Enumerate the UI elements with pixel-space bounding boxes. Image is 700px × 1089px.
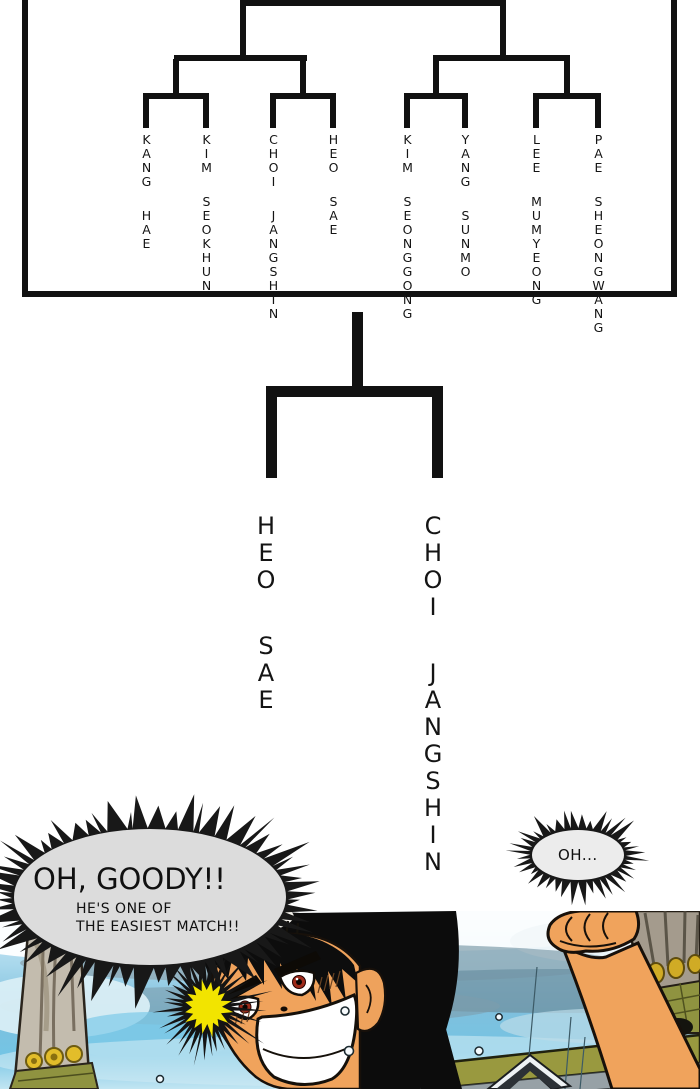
bracket-line	[404, 97, 410, 128]
speech-bubble-small	[505, 810, 650, 906]
fist-finger-lines	[559, 912, 617, 948]
bracket-line	[533, 93, 601, 99]
bubble-main-line3: THE EASIEST MATCH!!	[76, 919, 240, 935]
fist-and-arm	[546, 911, 700, 1089]
bracket-line	[352, 312, 363, 392]
bracket-entry-name: KIM SEONGGONG	[400, 132, 415, 320]
bubble-small-text: OH...	[558, 846, 598, 864]
bracket-entry-name: CHOI JANGSHIN	[266, 132, 281, 320]
bracket-line	[564, 59, 570, 95]
hair-strand-tip	[420, 1029, 462, 1089]
bracket-line	[270, 93, 336, 99]
bracket-box-bottom-border	[22, 291, 677, 297]
right-eye	[278, 969, 316, 997]
bracket-box-right-border	[671, 0, 677, 297]
impact-burst	[152, 943, 273, 1066]
bracket-line	[433, 59, 439, 95]
bracket-entry-name: YANG SUNMO	[458, 132, 473, 278]
bracket-line	[143, 93, 209, 99]
bracket-entry-name: KANG HAE	[139, 132, 154, 250]
fist	[546, 911, 641, 954]
bracket-line	[595, 97, 601, 128]
bracket-entry-name: LEE MUMYEONG	[529, 132, 544, 306]
bracket-line	[240, 0, 506, 6]
burst-yellow-star	[185, 979, 234, 1038]
bracket-line	[203, 97, 209, 128]
bracket-line	[330, 97, 336, 128]
bracket-line	[300, 59, 306, 95]
bracket-line	[433, 55, 570, 61]
bubble-main-line1: OH, GOODY!!	[33, 862, 226, 896]
bubble-fill	[532, 830, 624, 880]
bracket-line	[270, 97, 276, 128]
finalist-name-right: CHOI JANGSHIN	[419, 512, 447, 875]
bracket-line	[173, 59, 179, 95]
bracket-line	[500, 4, 506, 57]
bracket-entry-name: HEO SAE	[326, 132, 341, 236]
speed-lines	[527, 966, 586, 1089]
bracket-entry-name: PAE SHEONGWANG	[591, 132, 606, 334]
ear	[354, 967, 387, 1033]
bracket-line	[174, 55, 307, 61]
bubble-main-line2: HE'S ONE OF	[76, 901, 172, 917]
bracket-line	[240, 4, 246, 57]
bracket-box-left-border	[22, 0, 28, 297]
bracket-line	[462, 97, 468, 128]
bracket-line	[404, 93, 468, 99]
bracket-line	[266, 392, 277, 478]
bracket-line	[432, 392, 443, 478]
bracket-line	[143, 97, 149, 128]
sweat-drops-face	[340, 1006, 355, 1057]
bracket-entry-name: KIM SEOKHUN	[199, 132, 214, 292]
bracket-line	[533, 97, 539, 128]
bubble-fill	[14, 829, 286, 965]
bracket-line	[266, 386, 443, 397]
right-eyebrow	[274, 951, 321, 977]
metal-chevron	[486, 1053, 573, 1089]
finalist-name-left: HEO SAE	[252, 512, 280, 713]
speech-bubble-main	[0, 794, 320, 1009]
nose	[280, 1006, 288, 1012]
